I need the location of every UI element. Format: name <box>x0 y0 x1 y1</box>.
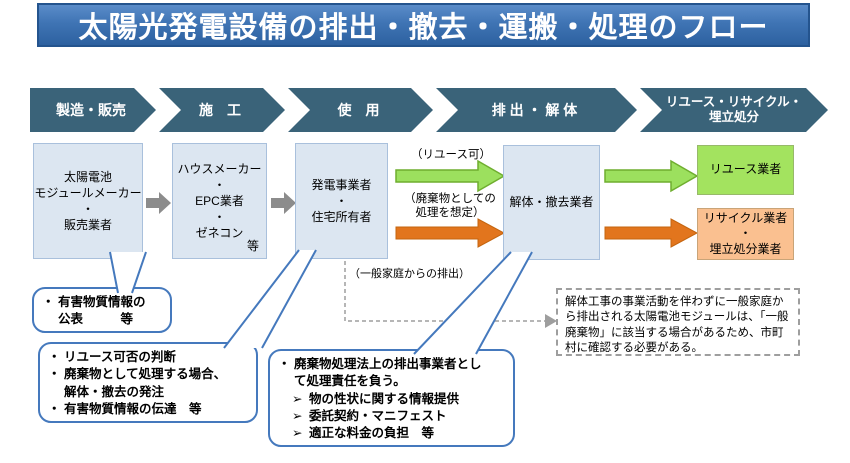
reuse-flow-arrow-icon <box>604 159 699 193</box>
box-demolisher: 解体・撤去業者 <box>503 145 600 260</box>
label-household-discharge: （一般家庭からの排出） <box>349 268 470 280</box>
bullet-icon: ・ <box>48 401 61 416</box>
stage-reuse-recycle-landfill: リユース・リサイクル・埋立処分 <box>640 88 828 132</box>
callout-demolisher: ・廃棄物処理法上の排出事業者とし て処理責任を負う。 ➢物の性状に関する情報提供… <box>268 349 515 447</box>
callout-owner: ・リユース可否の判断 ・廃棄物として処理する場合、 解体・撤去の発注 ・有害物質… <box>38 342 258 423</box>
callout-manufacturer: ・有害物質情報の 公表 等 <box>32 287 172 333</box>
callout-tail-stroke <box>223 249 317 349</box>
bullet-icon: ・ <box>48 367 61 382</box>
title-banner: 太陽光発電設備の排出・撤去・運搬・処理のフロー <box>37 3 810 47</box>
box-manufacturer: 太陽電池 モジュールメーカー ・ 販売業者 <box>33 143 143 259</box>
arrow-bullet-icon: ➢ <box>292 408 303 423</box>
label-as-waste: （廃棄物としての 処理を想定） <box>404 193 496 220</box>
box-builder: ハウスメーカー ・ EPC業者 ・ ゼネコン 等 <box>172 143 267 259</box>
box-recycle-landfill-company: リサイクル業者 ・ 埋立処分業者 <box>697 208 794 260</box>
bullet-icon: ・ <box>278 357 291 371</box>
household-note: 解体工事の事業活動を伴わずに一般家庭から排出される太陽電池モジュールは、「一般廃… <box>556 288 800 356</box>
gray-arrow-icon <box>271 192 296 214</box>
bullet-icon: ・ <box>42 295 55 309</box>
builder-etc-label: 等 <box>246 238 259 253</box>
waste-flow-arrow-icon <box>395 218 506 248</box>
gray-arrow-icon <box>146 192 171 214</box>
stage-discharge-dismantle: 排 出 ・ 解 体 <box>436 88 637 132</box>
stage-use: 使 用 <box>288 88 433 132</box>
waste-flow-arrow-icon <box>604 218 699 248</box>
label-reuse-ok: （リユース可） <box>411 149 491 161</box>
reuse-flow-arrow-icon <box>395 159 506 193</box>
arrow-bullet-icon: ➢ <box>292 426 303 440</box>
arrow-bullet-icon: ➢ <box>292 391 303 406</box>
bullet-icon: ・ <box>48 350 61 364</box>
callout-tail <box>224 250 316 348</box>
box-owner: 発電事業者 ・ 住宅所有者 <box>295 143 388 259</box>
stage-construction: 施 工 <box>159 88 285 132</box>
page-title: 太陽光発電設備の排出・撤去・運搬・処理のフロー <box>78 12 769 44</box>
stage-manufacture-sale: 製造・販売 <box>30 88 156 132</box>
box-reuse-company: リユース業者 <box>697 145 794 195</box>
